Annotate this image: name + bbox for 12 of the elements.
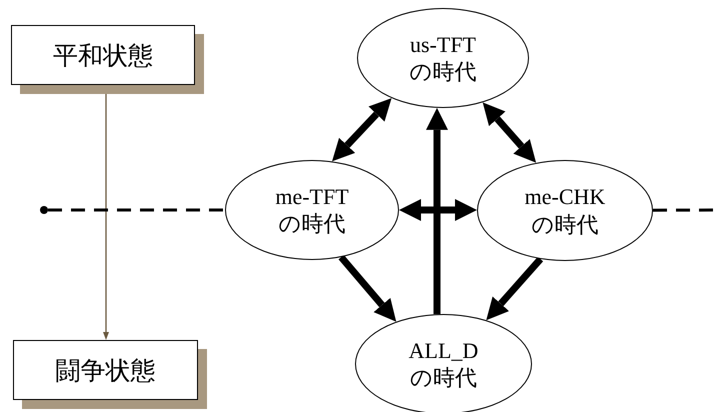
era-ellipse: ALL_D の時代 — [355, 314, 532, 412]
era-ellipse: us-TFT の時代 — [357, 8, 529, 108]
era-ellipse: me-TFT の時代 — [225, 160, 399, 260]
arrow — [332, 98, 392, 162]
arrow — [486, 256, 544, 320]
arrow — [399, 199, 477, 221]
arrow — [426, 108, 448, 314]
arrow — [338, 254, 396, 322]
dashed-line — [48, 208, 225, 212]
endpoint-dot — [40, 206, 48, 214]
era-ellipse: me-CHK の時代 — [477, 160, 653, 261]
arrow — [482, 102, 536, 163]
